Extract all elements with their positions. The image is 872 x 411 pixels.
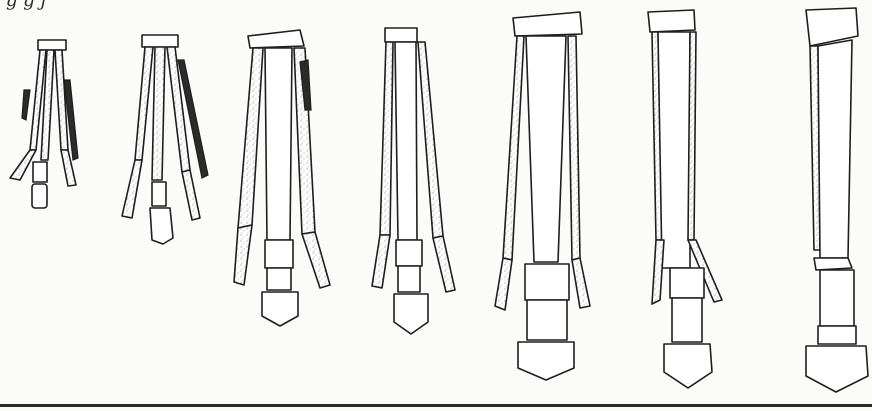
phalanx-center-3 (818, 326, 856, 344)
foot-specimen-5 (495, 12, 590, 380)
phalanx-center-1 (670, 268, 704, 298)
metapodial-left (238, 48, 263, 228)
foot-specimen-3 (234, 30, 330, 326)
metapodial-right (167, 47, 190, 172)
phalanx-right (572, 258, 590, 308)
metapodial-center (818, 40, 852, 258)
hoof-center (394, 294, 428, 334)
metapodial-left (380, 42, 393, 235)
tarsal-cap (38, 40, 66, 50)
hoof-center (150, 208, 173, 244)
foot-specimen-1 (10, 40, 78, 208)
phalanx-center-2 (527, 300, 567, 340)
phalanx-center-1 (33, 162, 47, 182)
phalanx-center-2 (398, 266, 420, 292)
metapodial-left (135, 47, 153, 160)
phalanx-left (495, 258, 512, 310)
metapodial-center (152, 47, 165, 180)
phalanx-right (302, 232, 330, 288)
metapodial-center (395, 42, 417, 240)
phalanx-center-1 (396, 240, 422, 266)
bottom-rule (0, 404, 872, 407)
metapodial-right (688, 32, 696, 240)
foot-specimen-7 (806, 8, 868, 392)
phalanx-center-2 (672, 298, 702, 342)
foot-specimen-2 (122, 35, 208, 244)
metapodial-right (418, 42, 443, 238)
phalanx-center-1 (265, 240, 293, 268)
foot-specimen-6 (648, 10, 722, 388)
phalanx-left (10, 150, 36, 180)
hoof-center (32, 184, 47, 208)
phalanx-center-2 (820, 270, 854, 326)
phalanx-center-2 (267, 268, 291, 290)
hoof-center (806, 346, 868, 392)
tarsal-cap (648, 10, 695, 32)
hoof-center (262, 292, 298, 326)
tarsal-cap (385, 28, 417, 42)
metapodial-left (503, 36, 524, 260)
metapodial-center (526, 36, 566, 262)
hoof-center (518, 342, 574, 380)
phalanx-center-1 (814, 258, 852, 270)
phalanx-left (234, 225, 252, 285)
dark-splint-left (22, 90, 30, 120)
phalanx-left (372, 235, 390, 288)
tarsal-cap (142, 35, 178, 47)
phalanx-right (182, 170, 200, 220)
tarsal-cap (513, 12, 582, 36)
metapodial-right (568, 36, 580, 260)
phalanx-left (122, 160, 142, 218)
foot-specimen-4 (372, 28, 455, 334)
phalanx-center-1 (525, 264, 569, 300)
tarsal-cap (248, 30, 304, 48)
phalanx-center-1 (152, 182, 166, 206)
splint-tip-left (652, 240, 664, 304)
metapodial-center (265, 48, 292, 240)
hoof-center (664, 344, 712, 388)
phalanx-right (433, 236, 455, 292)
metapodial-center (658, 32, 690, 268)
